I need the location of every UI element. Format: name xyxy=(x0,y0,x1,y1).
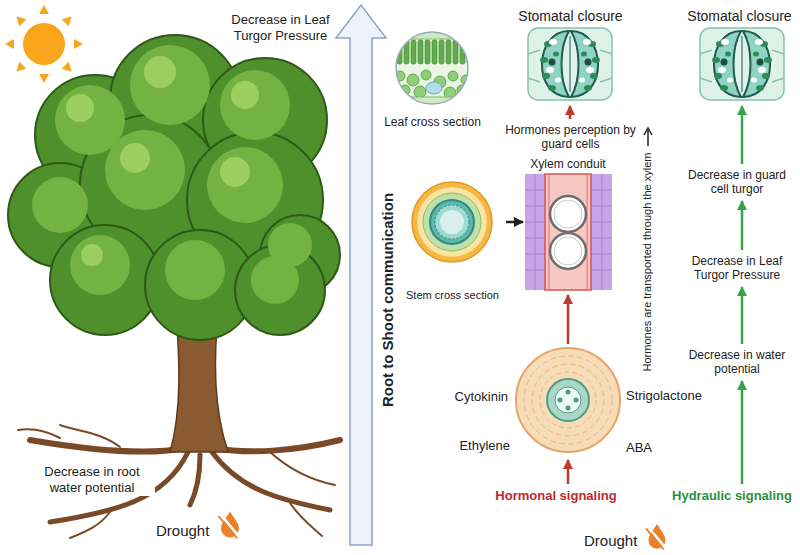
connector-arrow xyxy=(741,381,744,484)
sun xyxy=(5,5,83,83)
node-text: Decrease in guard cell turgor xyxy=(682,168,792,197)
connector-arrow xyxy=(569,106,572,119)
connector-arrow xyxy=(567,295,570,344)
stomata-drawing xyxy=(528,28,612,100)
xylem-direction-arrow xyxy=(644,128,652,146)
process-text: Decrease in guard cell turgor xyxy=(677,166,797,199)
annotation-text: Decrease in root water potential xyxy=(29,463,155,496)
node-text: Hormones perception by guard cells xyxy=(498,123,643,152)
stomata-node: Stomatal closure xyxy=(513,6,628,104)
stem-section-node: Stem cross section xyxy=(401,180,504,304)
node-text: Stomatal closure xyxy=(687,8,791,25)
node-text: Hydraulic signaling xyxy=(672,488,792,504)
stomata-node: Stomatal closure xyxy=(682,6,797,104)
connector-arrow xyxy=(741,287,744,344)
hormone-label: ABA xyxy=(626,440,652,456)
node-text: Leaf cross section xyxy=(384,115,481,129)
connector-arrow xyxy=(506,221,523,224)
hormone-label: Cytokinin xyxy=(455,389,508,405)
stem-cross-section xyxy=(412,182,492,262)
connector-arrow xyxy=(567,460,570,484)
leaf-section-node: Leaf cross section xyxy=(379,32,486,131)
node-text: Decrease in Leaf Turgor Pressure xyxy=(682,254,792,283)
stomata-drawing xyxy=(700,28,784,100)
signal-heading: Hydraulic signaling xyxy=(667,486,797,506)
hormone-label: Strigolactone xyxy=(626,388,702,404)
process-text: Decrease in water potential xyxy=(677,346,797,379)
process-text: Decrease in Leaf Turgor Pressure xyxy=(677,252,797,285)
node-text: Stem cross section xyxy=(406,289,499,302)
root-to-shoot-arrow xyxy=(336,5,386,545)
tree xyxy=(8,35,340,538)
hormone-label: Ethylene xyxy=(459,438,510,454)
xylem-conduit-drawing xyxy=(525,174,612,290)
stress-label: Drought xyxy=(156,522,209,540)
drought-icon xyxy=(646,524,666,550)
xylem-node: Xylem conduit xyxy=(525,155,611,293)
node-text: Xylem conduit xyxy=(530,157,605,171)
connector-arrow xyxy=(741,106,744,164)
node-text: Stomatal closure xyxy=(518,8,622,25)
connector-arrow xyxy=(741,201,744,250)
node-text: Decrease in water potential xyxy=(682,348,792,377)
leaf-cross-section xyxy=(390,28,474,108)
root-cross-section xyxy=(516,348,620,452)
drought-icon xyxy=(218,511,239,538)
annotation-text: Hormones are transported through the xyl… xyxy=(641,153,654,372)
annotation-text: Decrease in Leaf Turgor Pressure xyxy=(218,12,343,43)
root-section-node: Cytokinin StrigolactoneEthylene ABA xyxy=(440,346,710,458)
stress-label: Drought xyxy=(584,532,637,550)
node-text: Hormonal signaling xyxy=(495,488,616,504)
process-text: Hormones perception by guard cells xyxy=(493,121,648,154)
signal-heading: Hormonal signaling xyxy=(490,486,622,506)
axis-label: Root to Shoot communication xyxy=(379,193,397,407)
